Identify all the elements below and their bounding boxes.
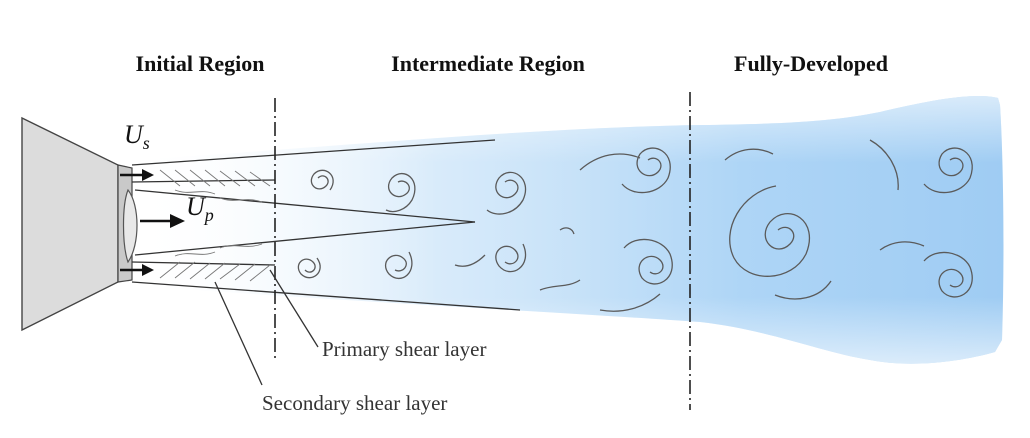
primary-shear-layer-label: Primary shear layer: [322, 337, 486, 361]
secondary-shear-layer-label: Secondary shear layer: [262, 391, 447, 415]
nozzle-exit-plug: [122, 188, 138, 264]
shear-hatching: [159, 169, 271, 282]
secondary-leader-line: [214, 281, 263, 386]
plume-edge-fade: [130, 95, 1004, 364]
secondary-stream-arrows: [120, 169, 154, 276]
outer-lower-boundary: [131, 281, 521, 311]
annulus-lower-inner: [131, 261, 276, 266]
initial-region-title: Initial Region: [136, 51, 265, 76]
intermediate-region-title: Intermediate Region: [391, 51, 585, 76]
potential-core-upper: [134, 189, 476, 223]
primary-velocity-symbol: Up: [186, 192, 214, 225]
primary-stream-arrow: [140, 214, 185, 228]
secondary-velocity-symbol: Us: [124, 120, 150, 153]
primary-leader-line: [269, 269, 319, 348]
potential-core-lower: [134, 221, 476, 256]
nozzle-body: [21, 116, 119, 332]
fully-developed-title: Fully-Developed: [734, 51, 888, 76]
nozzle: [21, 116, 138, 332]
vortices: [297, 139, 973, 312]
outer-upper-boundary: [131, 139, 496, 166]
